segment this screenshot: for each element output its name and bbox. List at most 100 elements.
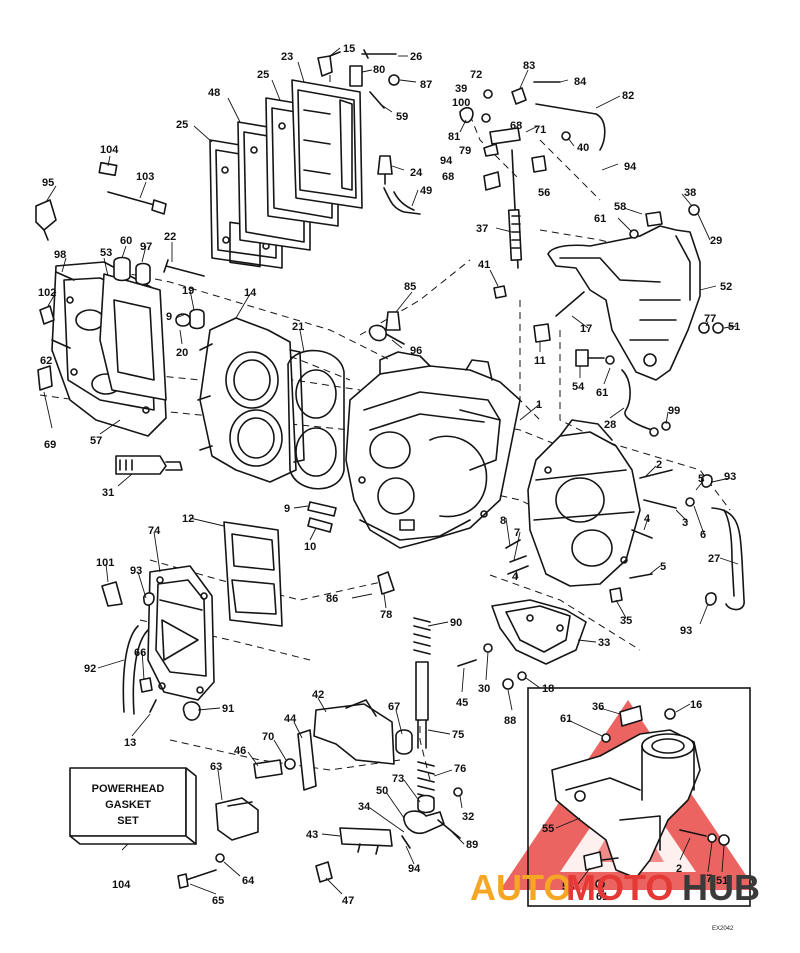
callout-86: 86 bbox=[326, 593, 338, 605]
callout-93-a: 93 bbox=[724, 471, 736, 483]
crankcase bbox=[377, 419, 745, 690]
clip-41 bbox=[493, 285, 507, 299]
callout-60: 60 bbox=[120, 235, 132, 247]
clip-102 bbox=[39, 305, 55, 325]
callout-57: 57 bbox=[90, 435, 102, 447]
inset-nut-16 bbox=[664, 708, 676, 720]
dowel-10 bbox=[307, 517, 333, 533]
bushing-56 bbox=[531, 155, 547, 173]
nut-67 bbox=[395, 729, 413, 755]
callout-101: 101 bbox=[96, 557, 114, 569]
inset-box bbox=[527, 687, 751, 907]
callout-91: 91 bbox=[222, 703, 234, 715]
callout-68-b: 68 bbox=[442, 171, 454, 183]
bracket-43 bbox=[339, 827, 393, 847]
callout-78: 78 bbox=[380, 609, 392, 621]
screw-5b bbox=[629, 573, 653, 579]
callout-98: 98 bbox=[54, 249, 66, 261]
nut-51a bbox=[712, 322, 724, 334]
callout-61-c: 61 bbox=[560, 713, 572, 725]
callout-37: 37 bbox=[476, 223, 488, 235]
bushing-11 bbox=[533, 323, 551, 343]
callout-93-b: 93 bbox=[130, 565, 142, 577]
sensor-24 bbox=[377, 155, 393, 175]
callout-66: 66 bbox=[134, 647, 146, 659]
washer-20 bbox=[175, 313, 191, 327]
callout-8: 8 bbox=[500, 515, 506, 527]
inset-screw-2 bbox=[679, 829, 707, 837]
callout-95: 95 bbox=[42, 177, 54, 189]
callout-50: 50 bbox=[376, 785, 388, 797]
callout-65: 65 bbox=[212, 895, 224, 907]
screw-62 bbox=[51, 339, 71, 349]
callout-10: 10 bbox=[304, 541, 316, 553]
callout-47: 47 bbox=[342, 895, 354, 907]
washer-30 bbox=[483, 643, 493, 653]
plunger-75 bbox=[415, 661, 429, 721]
link-68b bbox=[483, 171, 501, 191]
callout-100: 100 bbox=[452, 97, 470, 109]
cylinder-block bbox=[307, 311, 521, 549]
callout-7: 7 bbox=[514, 527, 520, 539]
callout-104-a: 104 bbox=[100, 144, 119, 156]
callout-31: 31 bbox=[102, 487, 114, 499]
screw-13 bbox=[149, 699, 157, 713]
washer-32 bbox=[453, 787, 463, 797]
rod-103 bbox=[107, 191, 159, 207]
callout-41: 41 bbox=[478, 259, 490, 271]
gasket-set-box: POWERHEAD GASKET SET bbox=[69, 767, 197, 845]
hose-27 bbox=[711, 507, 745, 611]
screw-98 bbox=[55, 271, 75, 281]
clip-93c bbox=[705, 592, 717, 606]
watermark-word-hub: HUB bbox=[682, 867, 760, 908]
callout-51-a: 51 bbox=[728, 321, 740, 333]
lever-68 bbox=[489, 127, 521, 145]
callout-58: 58 bbox=[614, 201, 626, 213]
callout-77-b: 77 bbox=[700, 873, 712, 885]
callout-75: 75 bbox=[452, 729, 464, 741]
washer-70 bbox=[284, 758, 296, 770]
watermark-text: AUTO MOTO HUB bbox=[470, 867, 760, 908]
washer-18 bbox=[517, 671, 527, 681]
callout-74: 74 bbox=[148, 525, 161, 537]
grommet-97 bbox=[135, 262, 151, 286]
clip-69 bbox=[37, 365, 53, 391]
inset-nut-51 bbox=[718, 834, 730, 846]
callout-77-a: 77 bbox=[704, 313, 716, 325]
rod-82 bbox=[535, 103, 597, 115]
callout-61-b: 61 bbox=[596, 387, 608, 399]
gasket-set-line3: SET bbox=[117, 815, 139, 827]
callout-4-a: 4 bbox=[644, 513, 651, 525]
callout-52: 52 bbox=[720, 281, 732, 293]
callout-44: 44 bbox=[284, 713, 297, 725]
head-assembly bbox=[37, 256, 345, 490]
callout-71: 71 bbox=[534, 124, 546, 136]
callout-14: 14 bbox=[244, 287, 257, 299]
callout-92: 92 bbox=[84, 663, 96, 675]
inset-bracket-55 bbox=[551, 729, 701, 879]
callout-17: 17 bbox=[580, 323, 592, 335]
washer-64 bbox=[215, 853, 225, 863]
callout-83: 83 bbox=[523, 60, 535, 72]
callout-81: 81 bbox=[448, 131, 460, 143]
callout-97: 97 bbox=[140, 241, 152, 253]
screw-17 bbox=[555, 291, 585, 317]
callout-56: 56 bbox=[538, 187, 550, 199]
clamp-15 bbox=[317, 55, 333, 77]
callout-64: 64 bbox=[242, 875, 255, 887]
callout-26: 26 bbox=[410, 51, 422, 63]
callout-84: 84 bbox=[574, 76, 587, 88]
callout-102: 102 bbox=[38, 287, 56, 299]
callout-1: 1 bbox=[536, 399, 542, 411]
clip-101 bbox=[101, 581, 123, 607]
clip-79 bbox=[483, 143, 499, 157]
callout-67: 67 bbox=[388, 701, 400, 713]
link-83 bbox=[511, 87, 527, 105]
callout-46: 46 bbox=[234, 745, 246, 757]
clip-93a bbox=[701, 474, 713, 488]
callout-15: 15 bbox=[343, 43, 355, 55]
callout-32: 32 bbox=[462, 811, 474, 823]
bolt-54a bbox=[575, 349, 589, 367]
callout-3: 3 bbox=[682, 517, 688, 529]
callout-28: 28 bbox=[604, 419, 616, 431]
